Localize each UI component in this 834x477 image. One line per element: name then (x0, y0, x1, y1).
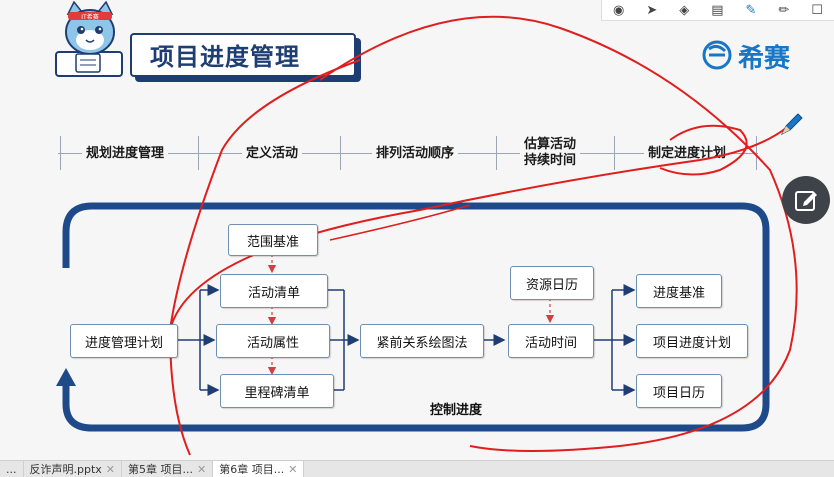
record-icon[interactable]: ◉ (612, 2, 625, 18)
document-tab-bar: ... 反诈声明.pptx✕ 第5章 项目...✕ 第6章 项目...✕ (0, 460, 834, 477)
control-schedule-label: 控制进度 (430, 403, 483, 418)
cat-mascot-icon: IT希赛 (55, 0, 123, 77)
doc-tab-label: 反诈声明.pptx (29, 463, 102, 476)
step-divider (340, 136, 341, 170)
close-icon[interactable]: ✕ (288, 462, 298, 476)
pencil-icon[interactable]: ✏ (778, 2, 790, 18)
node-schedule-baseline: 进度基准 (636, 274, 722, 308)
step-divider (198, 136, 199, 170)
node-activity-attributes: 活动属性 (216, 324, 330, 358)
node-project-schedule: 项目进度计划 (636, 324, 748, 358)
edit-icon (795, 191, 817, 211)
node-project-calendar: 项目日历 (636, 374, 722, 408)
node-activity-list: 活动清单 (220, 274, 328, 308)
slide: IT希赛 项目进度管理 希赛 规划进度管理 定义活动 排列活动顺序 估算活动 持… (55, 0, 798, 456)
doc-tab[interactable]: 反诈声明.pptx✕ (24, 461, 123, 477)
brush-icon[interactable]: ▤ (711, 2, 724, 18)
step-divider (756, 136, 757, 170)
step-divider (614, 136, 615, 170)
doc-tab-label: 第6章 项目... (219, 463, 285, 476)
xisai-logo-icon (702, 40, 732, 70)
pen-cursor-icon (780, 113, 803, 136)
title-banner (130, 33, 356, 77)
node-scope-baseline: 范围基准 (228, 224, 318, 256)
step-divider (496, 136, 497, 170)
doc-tab-label: ... (6, 462, 17, 476)
node-schedule-management-plan: 进度管理计划 (70, 324, 178, 358)
step-define-activities: 定义活动 (242, 146, 303, 162)
doc-tab[interactable]: 第5章 项目...✕ (122, 461, 214, 477)
annotation-toolbar: ◉ ➤ ◈ ▤ ✎ ✏ ☐ (601, 0, 834, 21)
edit-button[interactable] (782, 176, 830, 224)
eraser-icon[interactable]: ◈ (679, 2, 690, 18)
window-icon[interactable]: ☐ (811, 2, 823, 18)
doc-tab-active[interactable]: 第6章 项目...✕ (213, 461, 305, 477)
close-icon[interactable]: ✕ (105, 462, 116, 476)
doc-tab[interactable]: ... (0, 461, 24, 477)
node-milestone-list: 里程碑清单 (220, 374, 334, 408)
flow-connectors (56, 15, 798, 456)
step-divider (60, 136, 61, 170)
step-estimate-durations: 估算活动 持续时间 (520, 137, 581, 169)
mascot-band-text: IT希赛 (81, 13, 98, 21)
node-activity-time: 活动时间 (508, 324, 594, 358)
close-icon[interactable]: ✕ (197, 462, 207, 476)
doc-tab-label: 第5章 项目... (128, 463, 194, 476)
step-plan-schedule: 规划进度管理 (82, 146, 169, 162)
page-title: 项目进度管理 (150, 43, 300, 71)
node-resource-calendar: 资源日历 (510, 266, 594, 300)
node-precedence-diagramming: 紧前关系绘图法 (360, 324, 484, 358)
pointer-icon[interactable]: ➤ (646, 2, 658, 18)
step-sequence-activities: 排列活动顺序 (372, 146, 459, 162)
brand-logo-text: 希赛 (738, 44, 791, 74)
pen-icon[interactable]: ✎ (745, 2, 757, 18)
